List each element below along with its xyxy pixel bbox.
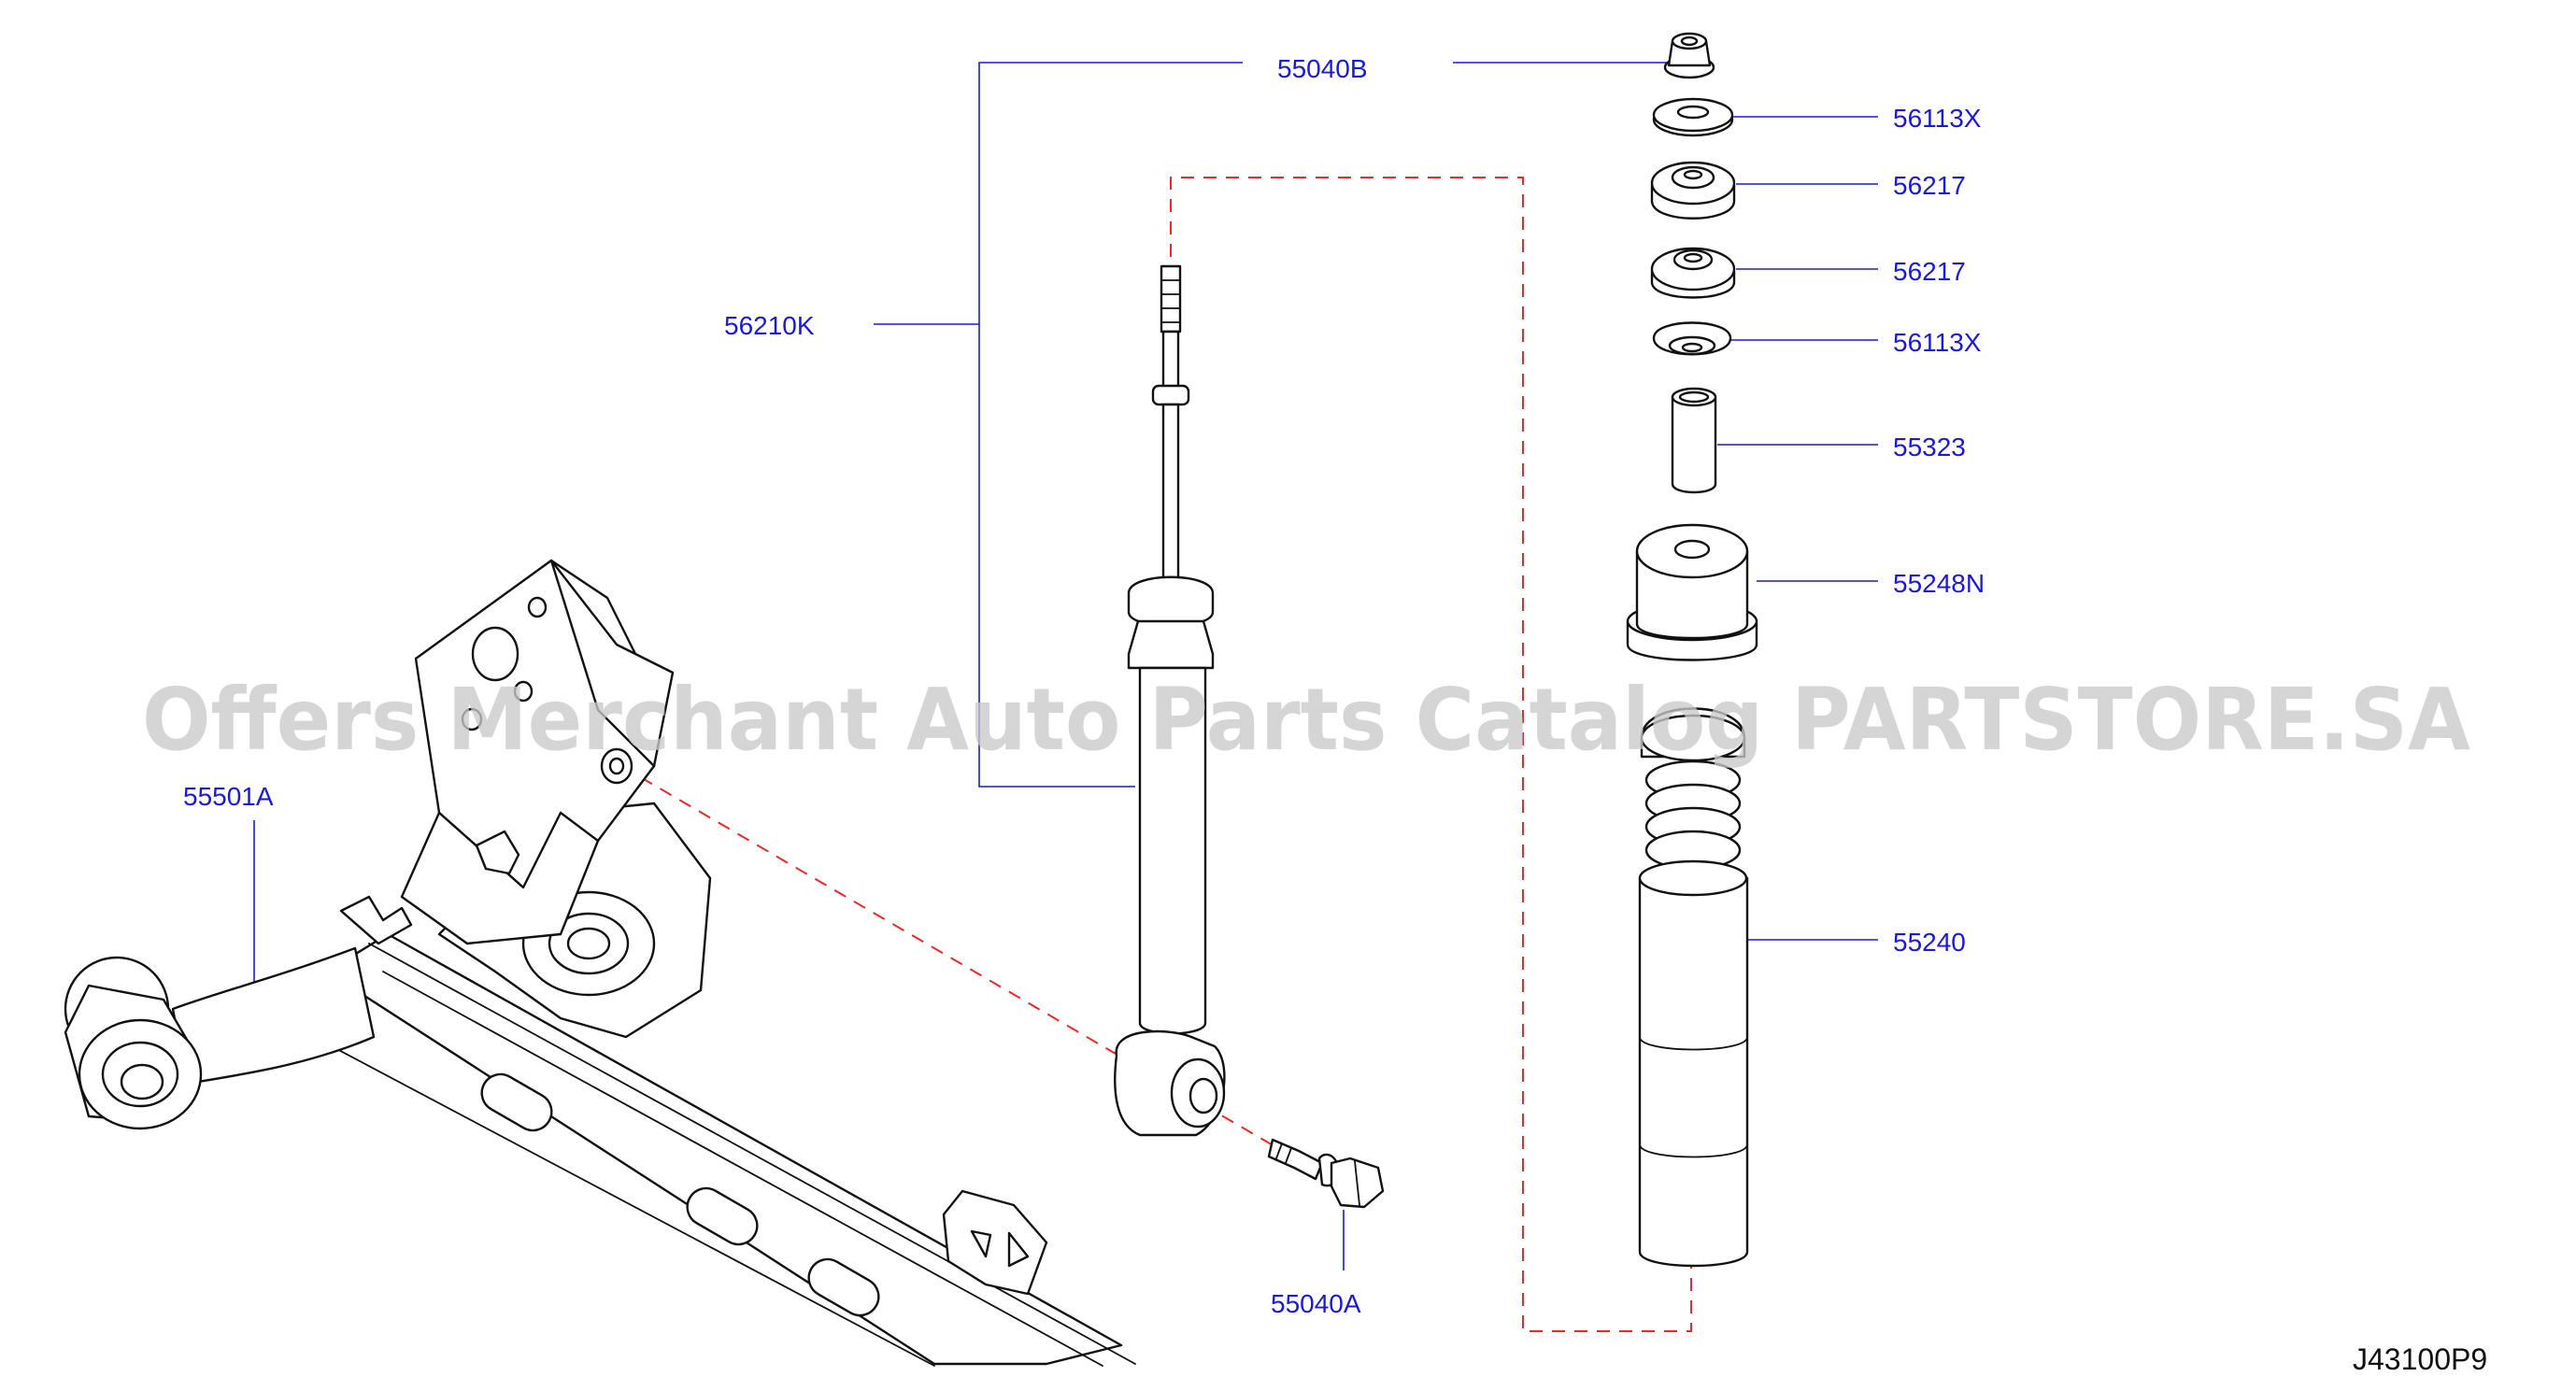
axle-beam-edge-top bbox=[368, 943, 1136, 1365]
axle-beam-slot-2 bbox=[686, 1186, 759, 1246]
label-56113x-top: 56113X bbox=[1893, 104, 1982, 133]
collar-bore bbox=[1678, 390, 1710, 404]
boot-seam-1 bbox=[1639, 1036, 1748, 1051]
washer-bottom-hole bbox=[1681, 342, 1703, 353]
bracket-hole-small-3 bbox=[513, 680, 534, 703]
shock-top-cap bbox=[1127, 575, 1215, 628]
axle-beam-slot-1 bbox=[480, 1072, 553, 1132]
label-56113x-bottom: 56113X bbox=[1893, 328, 1982, 357]
collar-body bbox=[1671, 395, 1717, 494]
bracket-hole-large bbox=[471, 626, 519, 682]
axle-beam-slot-3 bbox=[807, 1257, 880, 1317]
cap-hole bbox=[1673, 539, 1711, 560]
label-55040a: 55040A bbox=[1271, 1289, 1361, 1318]
label-56210k: 56210K bbox=[724, 311, 815, 340]
label-55501a: 55501A bbox=[183, 782, 274, 811]
label-55248n: 55248N bbox=[1893, 569, 1985, 598]
label-55040b: 55040B bbox=[1277, 54, 1368, 83]
bushing-56217-top-icon bbox=[1650, 161, 1736, 220]
watermark-text: Offers Merchant Auto Parts Catalog PARTS… bbox=[142, 670, 2470, 770]
spring-seat-bore bbox=[566, 927, 611, 960]
brake-line-clip-1 bbox=[339, 895, 413, 945]
leader-55040b bbox=[1453, 62, 1683, 71]
leader-56210k-bracket bbox=[978, 62, 1243, 788]
bolt-thread-2 bbox=[1285, 1147, 1292, 1164]
label-56217-bottom: 56217 bbox=[1893, 257, 1966, 286]
axle-beam-edge-low bbox=[331, 1045, 935, 1367]
bolt-thread-1 bbox=[1275, 1143, 1283, 1159]
bushing-56217-bottom-icon bbox=[1650, 247, 1736, 299]
trailing-arm bbox=[171, 946, 376, 1086]
upper-nut-icon bbox=[1663, 32, 1715, 79]
shock-lower-mount-hole bbox=[608, 757, 625, 775]
bolt-shank bbox=[1267, 1138, 1324, 1181]
collar-55323-icon bbox=[1671, 387, 1717, 494]
shock-rod-collar bbox=[1151, 384, 1190, 406]
front-bushing-bore bbox=[120, 1063, 164, 1100]
shock-shoulder bbox=[1127, 619, 1215, 670]
bracket-hole-small-2 bbox=[527, 596, 548, 618]
diagram-code: J43100P9 bbox=[2353, 1342, 2487, 1376]
nut-hole bbox=[1680, 35, 1699, 47]
boot-seam-2 bbox=[1639, 1143, 1748, 1158]
label-55240: 55240 bbox=[1893, 928, 1966, 957]
rear-axle-beam-icon bbox=[64, 559, 1136, 1367]
bracket-gusset bbox=[400, 811, 600, 945]
bumper-cap-55248n-icon bbox=[1626, 523, 1758, 661]
bushing-bottom-hole bbox=[1683, 252, 1703, 263]
shock-piston-rod bbox=[1161, 403, 1180, 598]
bushing-top-hole bbox=[1683, 169, 1703, 180]
shock-eye-bore bbox=[1188, 1077, 1218, 1114]
bolt-head-facet bbox=[1354, 1160, 1360, 1206]
label-56217-top: 56217 bbox=[1893, 171, 1966, 200]
washer-56113x-top-icon bbox=[1652, 97, 1734, 137]
beam-end-bracket bbox=[942, 1189, 1048, 1296]
callout-labels: 55040B 56113X 56217 56217 56113X 55323 5… bbox=[183, 54, 1985, 1318]
shock-mount-flange bbox=[549, 559, 675, 768]
washer-56113x-bottom-icon bbox=[1652, 321, 1732, 356]
boot-tube bbox=[1638, 876, 1749, 1268]
beam-end-bracket-hole-1 bbox=[970, 1229, 992, 1258]
bracket-hole-small-1 bbox=[461, 707, 483, 731]
shock-absorber-icon bbox=[1114, 264, 1226, 1137]
dust-boot-55240-icon bbox=[1638, 707, 1749, 1268]
boot-tube-top bbox=[1638, 859, 1748, 897]
axle-beam-body bbox=[325, 932, 1123, 1366]
axle-beam-edge-mid bbox=[382, 971, 1103, 1367]
washer-top-hole bbox=[1676, 105, 1710, 120]
mount-bolt-icon bbox=[1267, 1138, 1385, 1209]
label-55323: 55323 bbox=[1893, 433, 1966, 461]
beam-end-bracket-hole-2 bbox=[1007, 1231, 1030, 1268]
shock-rod-upper bbox=[1161, 330, 1180, 390]
brake-line-clip-2 bbox=[475, 830, 520, 875]
